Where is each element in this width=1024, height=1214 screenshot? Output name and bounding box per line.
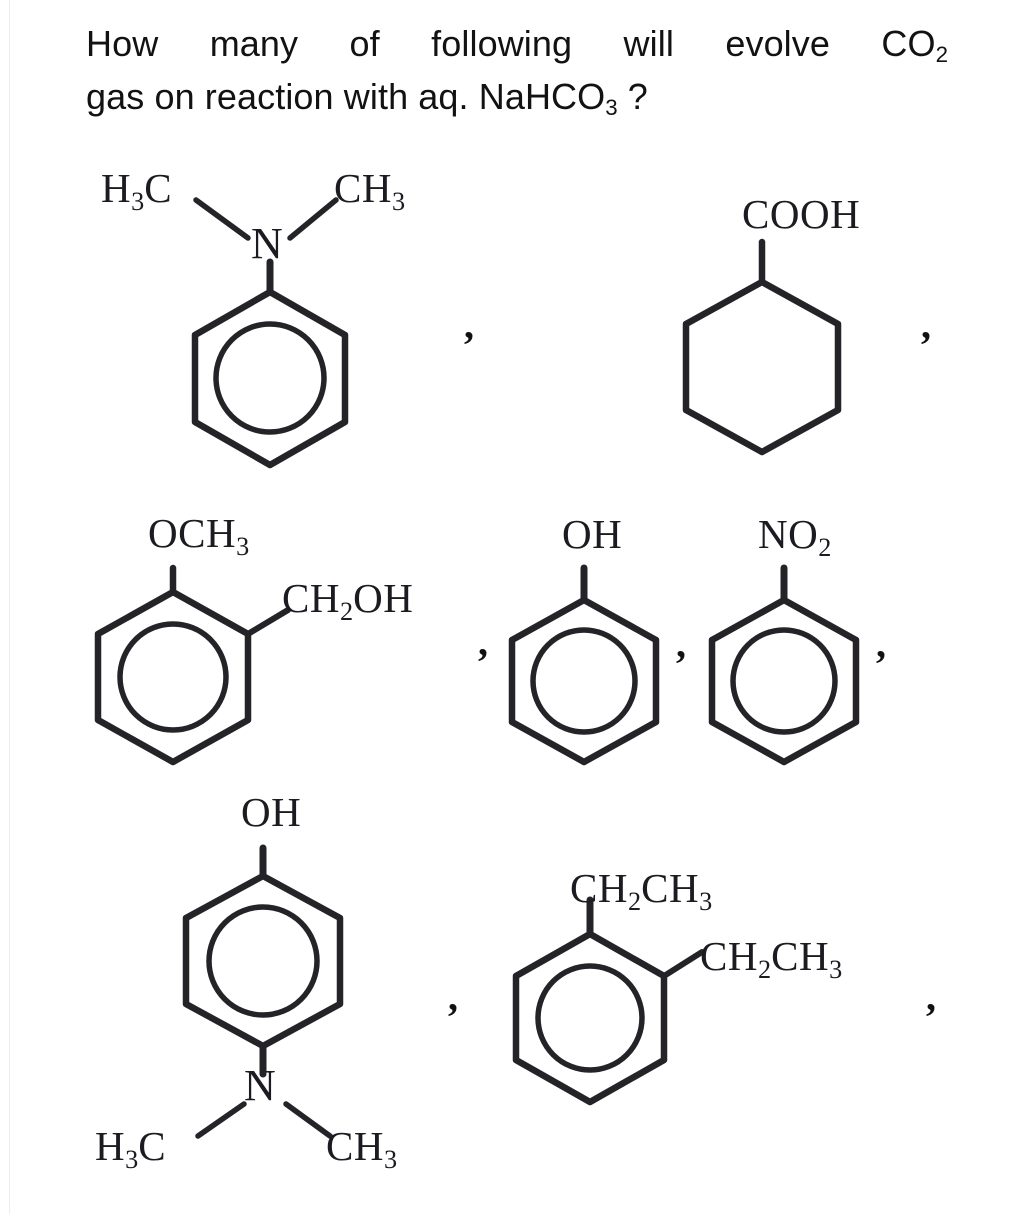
m7-aromatic-circle (535, 963, 645, 1073)
m3-benzene-ring (94, 588, 252, 766)
m4-benzene-ring (508, 596, 660, 766)
m7-ethyl-top-subscript-1: 2 (627, 886, 642, 916)
m3-separator-comma: , (478, 619, 488, 664)
m3-aromatic-circle (117, 621, 229, 733)
m6-separator-comma: , (448, 974, 458, 1019)
molecule-5-skeleton (708, 564, 860, 766)
m1-left-methyl-subscript: 3 (131, 186, 145, 216)
m3-methoxy-subscript: 3 (236, 531, 250, 561)
m2-separator-comma: , (921, 302, 931, 347)
m6-bond-n-right-methyl (283, 1101, 333, 1139)
m1-separator-comma: , (464, 302, 474, 347)
m1-bond-n-right-methyl (287, 197, 339, 241)
m6-right-methyl-subscript: 3 (383, 1144, 398, 1174)
m6-left-methyl-label: H3C (95, 1123, 167, 1174)
m5-benzene-ring (708, 596, 860, 766)
q-word-evolve: evolve (725, 23, 831, 64)
m6-aromatic-circle (206, 904, 320, 1018)
nahco3-subscript: 3 (605, 95, 618, 121)
m3-hydroxymethyl-subscript: 2 (339, 596, 354, 626)
page-edge-rule (9, 0, 10, 1214)
m7-ethyl-top-label: CH2CH3 (570, 865, 713, 916)
m6-nitrogen-label: N (244, 1061, 277, 1110)
m1-right-methyl-label: CH3 (334, 165, 406, 216)
m5-nitro-label: NO2 (758, 511, 832, 562)
molecule-4-skeleton (508, 564, 660, 766)
m7-ethyl-ortho-label: CH2CH3 (700, 933, 843, 984)
m3-hydroxymethyl-label: CH2OH (282, 575, 414, 626)
m7-ethyl-top-subscript-2: 3 (699, 886, 713, 916)
q-word-following: following (431, 23, 573, 64)
m6-hydroxyl-label: OH (241, 789, 302, 835)
m1-nitrogen-label: N (251, 219, 284, 268)
m2-carboxyl-label: COOH (742, 191, 861, 237)
m4-separator-comma: , (676, 621, 686, 666)
q-line2-post: ? (617, 76, 648, 118)
m5-separator-comma: , (876, 621, 886, 666)
m7-ethyl-ortho-subscript-1: 2 (757, 954, 772, 984)
q-word-will: will (623, 23, 674, 64)
co2-subscript: 2 (935, 42, 949, 68)
m4-aromatic-circle (530, 627, 638, 735)
q-word-how: How (86, 23, 159, 64)
m7-ethyl-ortho-subscript-2: 3 (829, 954, 843, 984)
question-line-1: How many of following will evolve CO2 (86, 18, 948, 71)
q-word-many: many (209, 23, 299, 64)
question-line-2: gas on reaction with aq. NaHCO3 ? (86, 71, 966, 124)
molecule-3-skeleton (94, 564, 291, 766)
m3-methoxy-label: OCH3 (148, 510, 250, 561)
m6-benzene-ring (182, 872, 344, 1050)
m1-benzene-ring (191, 288, 349, 469)
m7-bond-ring-ethyl-ortho (661, 949, 705, 979)
m1-right-methyl-subscript: 3 (391, 186, 406, 216)
m7-benzene-ring (512, 930, 668, 1106)
m1-bond-n-left-methyl (193, 197, 251, 241)
m6-right-methyl-label: CH3 (326, 1123, 398, 1174)
m6-left-methyl-subscript: 3 (125, 1144, 139, 1174)
molecule-7-skeleton (512, 896, 705, 1106)
question-text: How many of following will evolve CO2 ga… (86, 18, 966, 125)
q-word-of: of (349, 23, 380, 64)
m4-hydroxyl-label: OH (562, 511, 623, 557)
q-formula-co2: CO2 (881, 23, 949, 68)
m2-cyclohexane-ring (682, 278, 842, 456)
m5-nitro-subscript: 2 (818, 532, 832, 562)
m1-aromatic-circle (213, 321, 327, 435)
q-line2-pre: gas on reaction with aq. NaHCO (86, 76, 606, 118)
m1-left-methyl-label: H3C (101, 165, 173, 216)
m7-separator-comma: , (926, 974, 936, 1019)
m6-bond-n-left-methyl (195, 1101, 247, 1139)
molecule-2-skeleton (682, 238, 842, 456)
m5-aromatic-circle (730, 627, 838, 735)
